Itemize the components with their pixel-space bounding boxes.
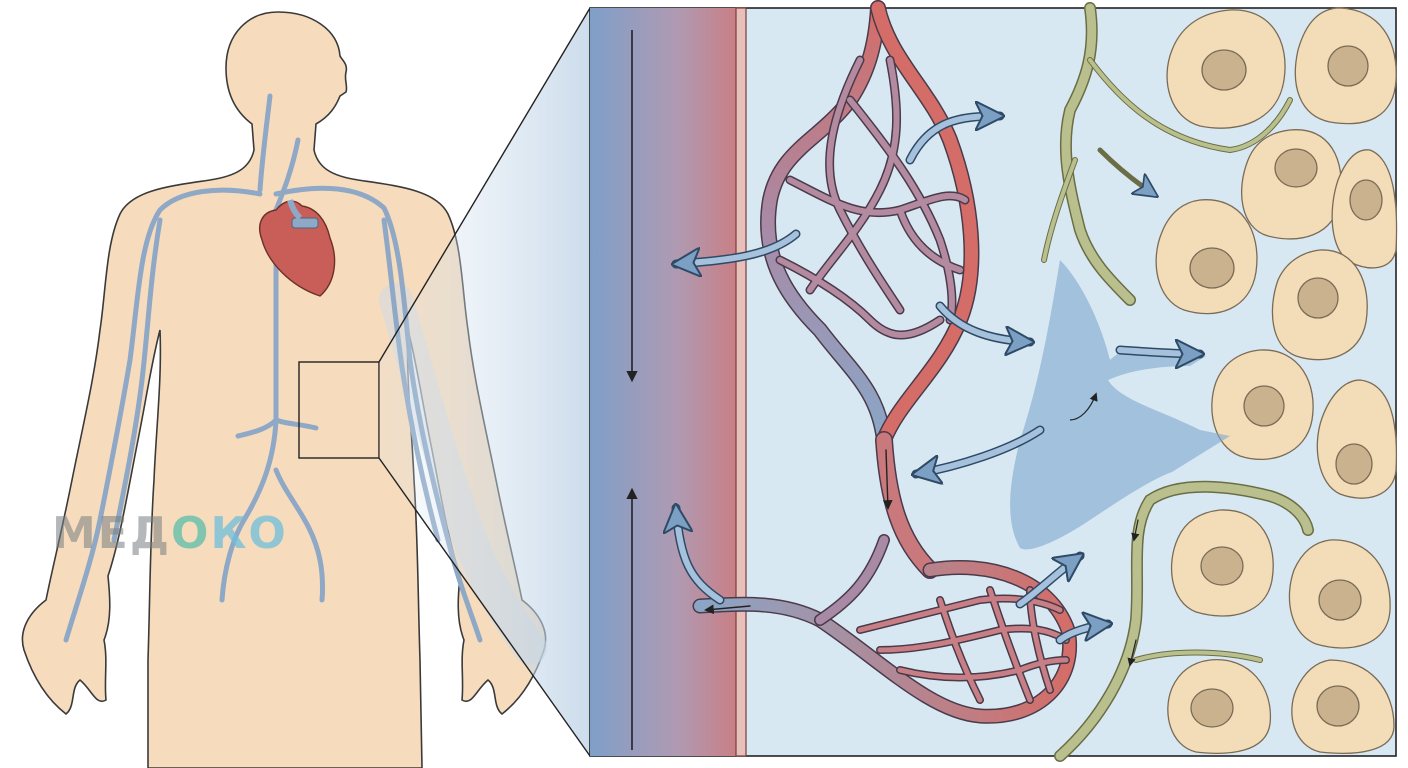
vessel-endothelium [735,7,747,757]
cell [1294,7,1397,125]
cell [1288,539,1391,649]
watermark-logo: МЕДОКО [52,508,288,559]
capillary-bed-lower [692,534,1077,724]
capillary-bed-upper [760,0,980,579]
cell [1271,249,1368,361]
heart-icon [258,199,336,297]
lymphatic-vessel-upper [1041,2,1293,306]
zoom-cone [379,8,590,756]
watermark-text-2: О [171,508,211,559]
watermark-text-4: О [248,508,288,559]
large-vessel [590,8,736,756]
interstitial-fluid [1010,260,1230,550]
cell [1316,379,1398,499]
cell [1166,9,1286,129]
cell [1211,349,1314,460]
watermark-text-1: МЕД [52,508,172,559]
zoomed-panel [589,0,1398,762]
diffusion-arrow-icon [676,116,1200,645]
cell [1241,129,1342,240]
cell [1167,659,1272,754]
cell [1155,199,1258,315]
tissue-cells [1155,7,1398,754]
lymphatic-vessel-lower [1054,480,1314,762]
cell [1331,149,1398,269]
watermark-text-3: К [210,508,249,559]
cell [1171,509,1274,617]
cell [1291,659,1395,754]
